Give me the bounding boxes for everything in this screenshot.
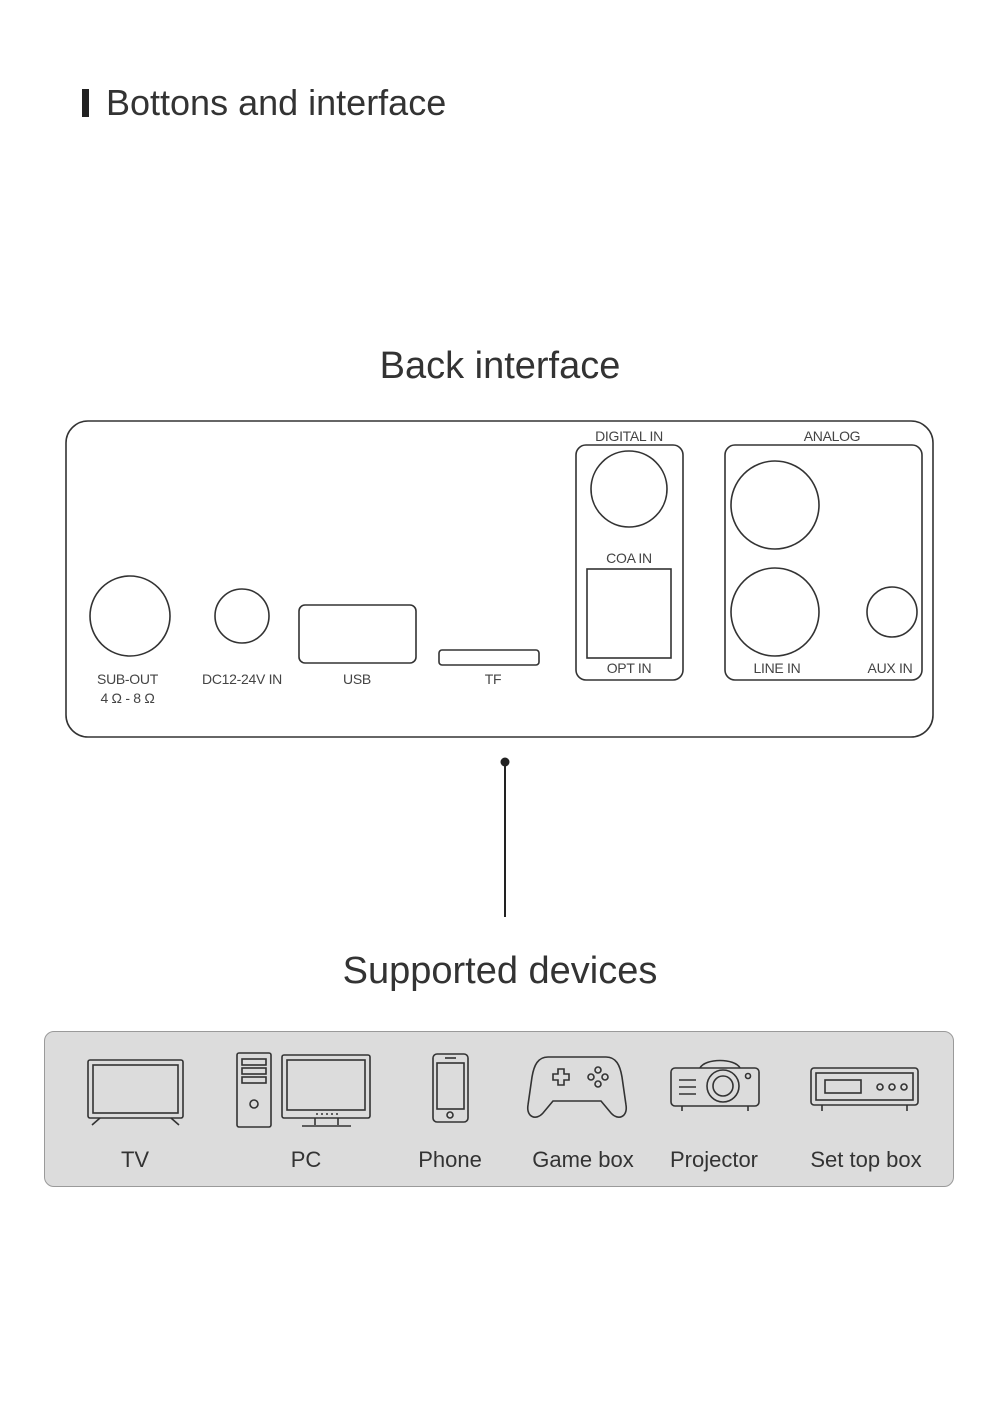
analog-group — [724, 444, 923, 681]
device-label-tv: TV — [120, 1147, 150, 1172]
opt-in-label: OPT IN — [606, 660, 652, 676]
sub-out-label: SUB-OUT — [97, 671, 158, 687]
sub-out-impedance-label: 4 Ω - 8 Ω — [100, 690, 155, 706]
coa-in-port — [590, 450, 668, 528]
opt-in-port — [586, 568, 672, 659]
usb-port — [298, 604, 417, 664]
analog-label: ANALOG — [803, 428, 861, 444]
aux-in-label: AUX IN — [867, 660, 913, 676]
dc-in-label: DC12-24V IN — [202, 671, 282, 687]
tf-slot — [438, 649, 540, 666]
header-accent-bar — [82, 89, 89, 117]
device-label-set-top-box: Set top box — [810, 1147, 922, 1172]
supported-devices-title: Supported devices — [342, 950, 658, 992]
device-label-game-box: Game box — [532, 1147, 634, 1172]
analog-port-top — [730, 460, 820, 550]
line-in-label: LINE IN — [753, 660, 801, 676]
sub-out-port — [89, 575, 171, 657]
aux-in-port — [866, 586, 918, 638]
digital-in-group — [575, 444, 684, 681]
dc-in-port — [214, 588, 270, 644]
device-label-projector: Projector — [669, 1147, 759, 1172]
digital-in-label: DIGITAL IN — [595, 428, 663, 444]
coa-in-label: COA IN — [606, 550, 652, 566]
device-label-pc: PC — [290, 1147, 322, 1172]
page-title: Bottons and interface — [106, 82, 447, 123]
back-interface-title: Back interface — [379, 345, 621, 387]
tf-label: TF — [484, 671, 502, 687]
line-in-port — [730, 567, 820, 657]
back-panel-outline — [65, 420, 934, 738]
supported-devices-panel — [44, 1031, 954, 1187]
device-label-phone: Phone — [418, 1147, 482, 1172]
usb-label: USB — [343, 671, 371, 687]
